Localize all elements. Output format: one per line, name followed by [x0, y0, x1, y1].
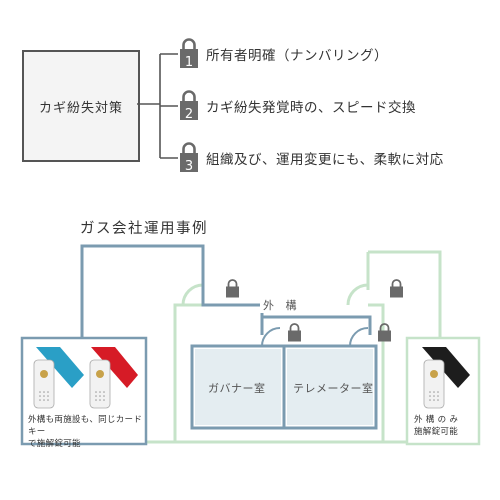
padlock-gate-right-icon — [390, 279, 403, 298]
main-concept-box: カギ紛失対策 — [22, 50, 140, 162]
telemeter-room-fill — [287, 349, 373, 425]
right-caption: 外 構 の み 施解錠可能 — [414, 414, 476, 438]
padlock-governor-icon — [288, 323, 301, 342]
item-number-1: 1 — [185, 55, 193, 70]
padlock-number-2-icon — [180, 90, 198, 120]
padlock-gate-left-icon — [226, 279, 239, 298]
governor-room-fill — [195, 349, 281, 425]
telemeter-door-arc — [349, 327, 369, 347]
gaikou-label: 外 構 — [260, 297, 304, 313]
left-caption: 外構も両施設も、同じカードキー で施解錠可能 — [28, 414, 144, 450]
card-key-blue-icon — [33, 347, 84, 409]
card-key-red-icon — [89, 347, 138, 409]
right-caption-line2: 施解錠可能 — [414, 427, 459, 437]
right-caption-line1: 外 構 の み — [414, 415, 459, 425]
padlock-number-3-icon — [180, 142, 198, 172]
left-caption-line2: で施解錠可能 — [28, 439, 81, 449]
item-number-2: 2 — [185, 107, 193, 122]
left-caption-line1: 外構も両施設も、同じカードキー — [28, 415, 143, 437]
padlock-number-1-icon — [180, 38, 198, 68]
main-concept-label: カギ紛失対策 — [38, 100, 123, 116]
governor-door-arc — [261, 327, 281, 347]
item-number-3: 3 — [185, 159, 193, 174]
bracket-connector — [137, 53, 178, 159]
governor-room-label: ガバナー室 — [208, 382, 266, 395]
telemeter-room-label: テレメーター室 — [293, 382, 374, 395]
padlock-telemeter-icon — [378, 323, 391, 342]
item-text-3: 組織及び、運用変更にも、柔軟に対応 — [206, 152, 444, 168]
item-text-1: 所有者明確（ナンバリング） — [206, 48, 388, 64]
card-key-black-icon — [422, 347, 470, 409]
item-text-2: カギ紛失発覚時の、スピード交換 — [206, 100, 416, 116]
case-study-title: ガス会社運用事例 — [80, 221, 208, 237]
